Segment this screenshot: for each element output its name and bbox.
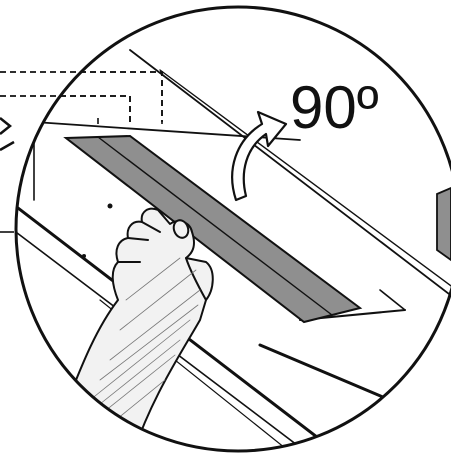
edge-marks	[0, 117, 15, 152]
panel-edge-wedge	[436, 187, 451, 262]
magnified-area	[16, 49, 451, 451]
hand-gripping-strip-icon	[54, 207, 214, 451]
rotation-angle-label: 90º	[290, 74, 379, 141]
magnifier-circle	[14, 5, 451, 453]
dashed-outline-outside	[0, 71, 163, 124]
adhesive-strip	[63, 134, 363, 324]
curved-arrow-up-right-icon	[231, 110, 288, 202]
